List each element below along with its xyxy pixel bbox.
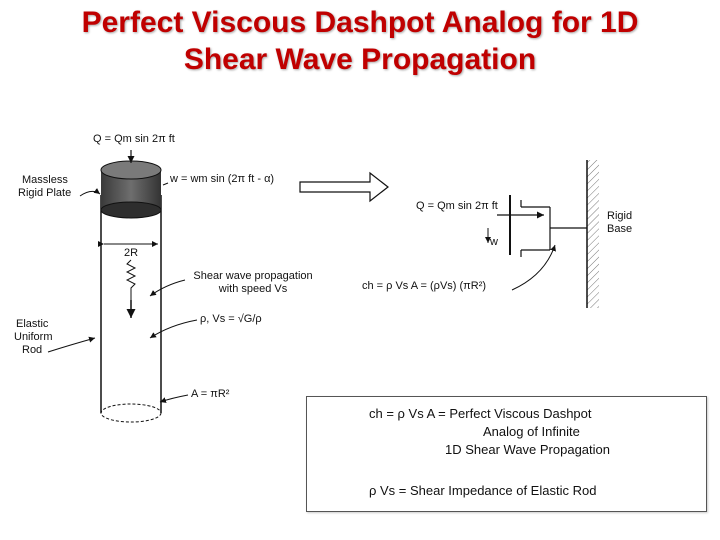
dashpot-force-label: Q = Qm sin 2π ft: [416, 200, 498, 212]
plate-label-2: Rigid Plate: [18, 187, 72, 199]
radius-label: 2R: [124, 247, 139, 259]
rod-leader: [47, 336, 96, 353]
displacement-label: w = wm sin (2π ft - α): [170, 173, 275, 185]
damping-leader: [511, 244, 556, 291]
rod-label-3: Rod: [22, 344, 43, 356]
slide-title: Perfect Viscous Dashpot Analog for 1D Sh…: [0, 4, 720, 78]
rigid-base: [586, 160, 599, 308]
wave-label-1: Shear wave propagation: [193, 270, 313, 282]
rod-label-1: Elastic: [16, 318, 49, 330]
area-leader: [159, 394, 189, 403]
displacement-leader: [162, 182, 169, 186]
summary-box: ch = ρ Vs A = Perfect Viscous Dashpot An…: [306, 396, 707, 512]
material-leader: [149, 319, 198, 339]
material-label: ρ, Vs = √G/ρ: [200, 313, 262, 325]
summary-line-2: Analog of Infinite: [483, 424, 580, 439]
title-line-2: Shear Wave Propagation: [183, 43, 537, 76]
plate-force-label: Q = Qm sin 2π ft: [93, 133, 175, 145]
title-line-1: Perfect Viscous Dashpot Analog for 1D: [81, 6, 639, 39]
elastic-rod: [100, 195, 162, 423]
base-label-1: Rigid: [607, 210, 633, 222]
analog-arrow: [299, 171, 389, 203]
wave-leader: [149, 279, 186, 297]
plate-label-1: Massless: [22, 174, 68, 186]
summary-line-1: ch = ρ Vs A = Perfect Viscous Dashpot: [369, 406, 592, 421]
dashpot-displacement-label: w: [490, 236, 498, 248]
base-label-2: Base: [607, 223, 633, 235]
wave-propagation-arrow: [125, 259, 137, 318]
rigid-plate: [100, 160, 162, 219]
plate-leader: [79, 188, 101, 197]
damping-label: ch = ρ Vs A = (ρVs) (πR²): [362, 280, 487, 292]
dashpot: [485, 195, 587, 257]
wave-label-2: with speed Vs: [218, 283, 288, 295]
area-label: A = πR²: [191, 388, 230, 400]
rod-label-2: Uniform: [14, 331, 53, 343]
summary-line-4: ρ Vs = Shear Impedance of Elastic Rod: [369, 483, 597, 498]
summary-line-3: 1D Shear Wave Propagation: [445, 442, 611, 457]
